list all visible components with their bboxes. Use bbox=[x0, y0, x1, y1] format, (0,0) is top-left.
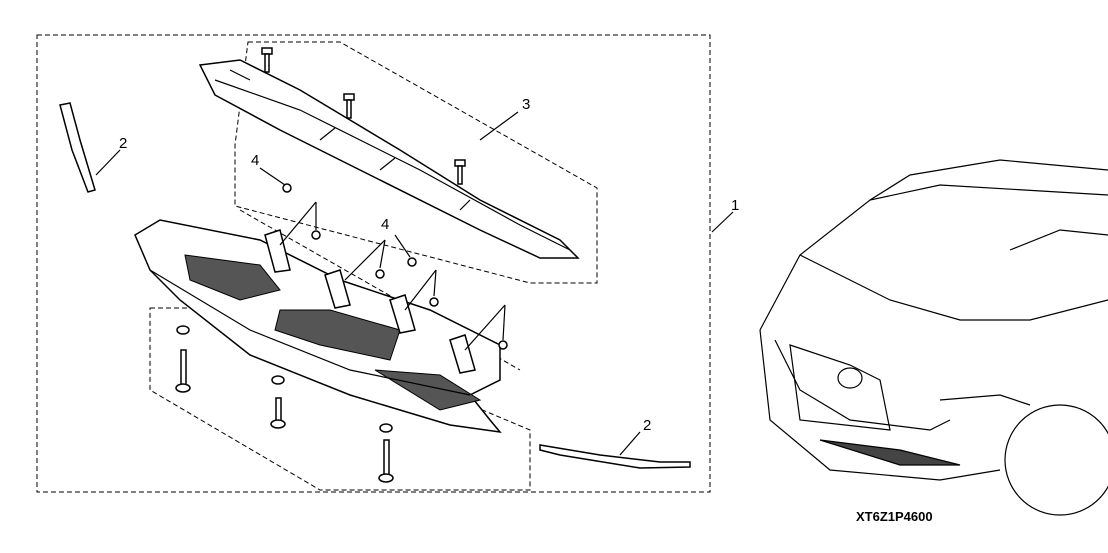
callout-4-upper: 4 bbox=[251, 152, 259, 169]
callout-1: 1 bbox=[731, 197, 739, 214]
fasteners bbox=[175, 47, 508, 483]
callout-2-left: 2 bbox=[119, 135, 127, 152]
diagram-code: XT6Z1P4600 bbox=[856, 509, 933, 524]
group-boundary-upper bbox=[234, 41, 598, 284]
trim-strip-right bbox=[539, 444, 691, 469]
vehicle-illustration bbox=[759, 159, 1108, 516]
upper-skid-plate bbox=[198, 59, 580, 259]
callout-2-right: 2 bbox=[643, 417, 651, 434]
trim-strip-left bbox=[59, 102, 96, 193]
kit-boundary bbox=[36, 34, 711, 493]
lower-skid-plate bbox=[134, 219, 502, 434]
leader-lines bbox=[95, 111, 734, 456]
callout-4-middle: 4 bbox=[381, 216, 389, 233]
callout-3: 3 bbox=[522, 96, 530, 113]
